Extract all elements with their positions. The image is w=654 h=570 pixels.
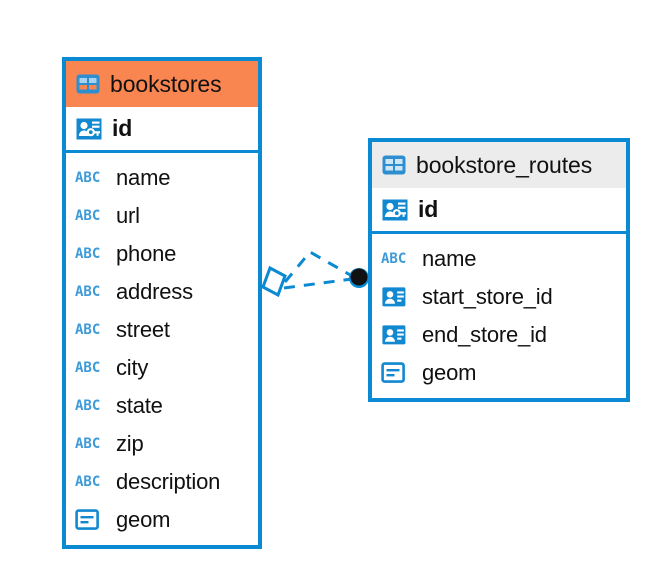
field-row-description[interactable]: ABC description [66,463,258,501]
relationship-line-lower [283,277,353,290]
field-row-geom[interactable]: geom [66,501,258,539]
foreign-key-icon [381,286,413,308]
field-label: url [116,203,140,228]
abc-icon: ABC [75,208,101,224]
field-label: state [116,393,163,418]
field-row-address[interactable]: ABC address [66,273,258,311]
abc-icon: ABC [75,284,101,300]
field-label: description [116,469,221,494]
table-icon [75,73,101,95]
entity-title: bookstore_routes [416,151,593,178]
field-row-zip[interactable]: ABC zip [66,425,258,463]
field-label: name [116,165,171,190]
field-label: phone [116,241,177,266]
field-label: end_store_id [422,322,547,347]
field-label: name [422,246,477,271]
field-row-state[interactable]: ABC state [66,387,258,425]
field-row-phone[interactable]: ABC phone [66,235,258,273]
field-row-geom[interactable]: geom [372,354,626,392]
field-row-name[interactable]: ABC name [66,159,258,197]
table-icon [381,154,407,176]
abc-icon: ABC [75,398,101,414]
entity-header-bookstore-routes[interactable]: bookstore_routes [372,142,626,188]
entity-table-bookstore-routes[interactable]: bookstore_routes id ABC name [368,138,630,402]
abc-icon: ABC [75,436,101,452]
entity-title: bookstores [110,70,222,97]
entity-header-bookstores[interactable]: bookstores [66,61,258,107]
field-row-street[interactable]: ABC street [66,311,258,349]
primary-key-icon [381,197,409,223]
field-label: city [116,355,149,380]
field-label: zip [116,431,144,456]
field-row-url[interactable]: ABC url [66,197,258,235]
abc-icon: ABC [75,170,101,186]
geometry-icon [381,362,413,384]
primary-key-label: id [112,115,133,141]
field-label: address [116,279,193,304]
primary-key-row[interactable]: id [66,107,258,153]
primary-key-row[interactable]: id [372,188,626,234]
geometry-icon [75,509,107,531]
field-label: geom [116,507,171,532]
circle-marker-icon [349,268,369,288]
abc-icon: ABC [75,474,101,490]
field-label: street [116,317,170,342]
abc-icon: ABC [75,246,101,262]
diamond-marker-icon [261,265,287,298]
field-label: geom [422,360,477,385]
field-list: ABC name ABC url ABC phone ABC address A… [66,153,258,545]
primary-key-icon [75,116,103,142]
entity-table-bookstores[interactable]: bookstores id ABC name [62,57,262,549]
foreign-key-icon [381,324,413,346]
abc-icon: ABC [75,322,101,338]
field-row-end-store-id[interactable]: end_store_id [372,316,626,354]
field-row-name[interactable]: ABC name [372,240,626,278]
field-label: start_store_id [422,284,553,309]
abc-icon: ABC [75,360,101,376]
abc-icon: ABC [381,251,407,267]
field-row-start-store-id[interactable]: start_store_id [372,278,626,316]
field-row-city[interactable]: ABC city [66,349,258,387]
field-list: ABC name start_store_id [372,234,626,398]
relationship-line-upper [283,250,353,283]
primary-key-label: id [418,196,439,222]
